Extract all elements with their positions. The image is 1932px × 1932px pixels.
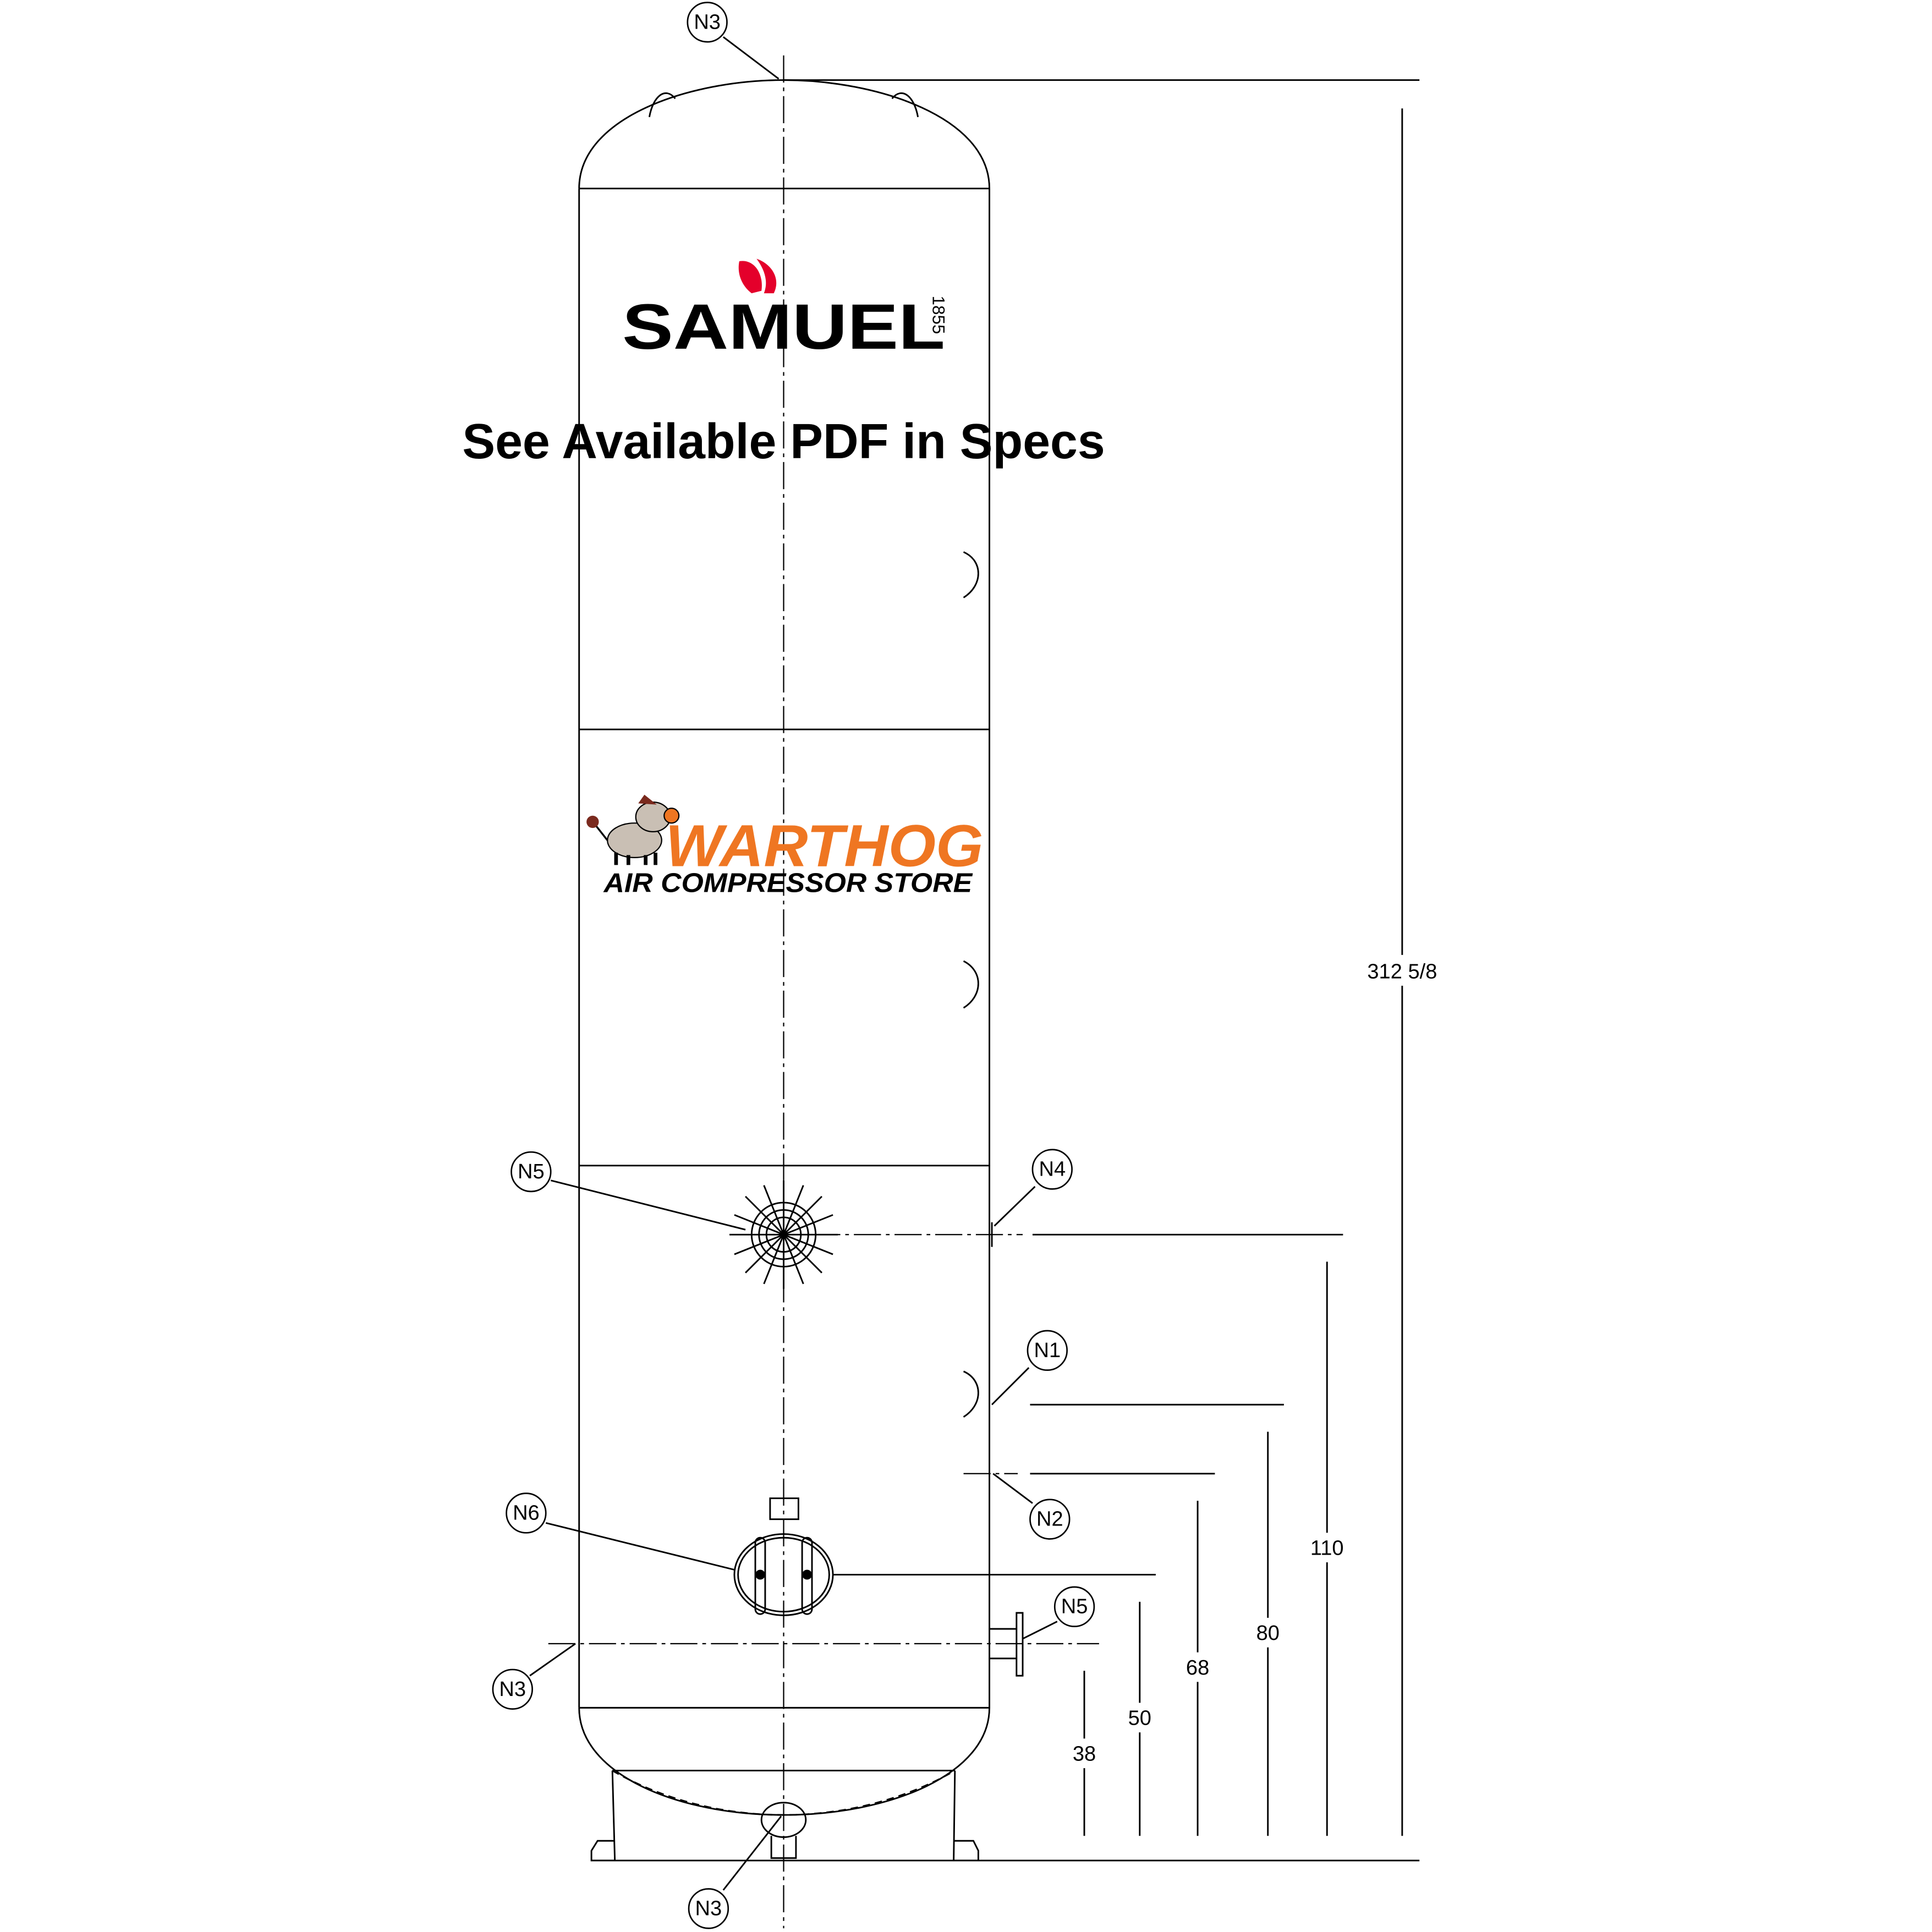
side-lug — [963, 960, 979, 1009]
specs-notice: See Available PDF in Specs — [462, 414, 1105, 469]
callout-n3-bottom: N3 — [688, 1888, 729, 1929]
svg-text:N5: N5 — [518, 1160, 545, 1183]
svg-text:N5: N5 — [1061, 1595, 1088, 1618]
reference-lines — [548, 79, 1420, 1862]
side-lug — [963, 551, 979, 599]
svg-text:AIR COMPRESSOR STORE: AIR COMPRESSOR STORE — [602, 868, 973, 898]
samuel-logo: SAMUEL 1855 — [622, 259, 948, 363]
callout-n6: N6 — [506, 1492, 547, 1534]
warthog-logo: WARTHOG AIR COMPRESSOR STORE — [586, 794, 983, 898]
dim-38: 38 — [1073, 1743, 1096, 1766]
dim-50: 50 — [1128, 1707, 1151, 1730]
callout-n5-flange: N5 — [1053, 1586, 1095, 1627]
shell-sides — [578, 188, 991, 1708]
side-flange — [989, 1612, 1024, 1677]
dim-68: 68 — [1186, 1656, 1209, 1679]
lifting-lug — [648, 92, 676, 118]
leader-lines — [529, 36, 1058, 1891]
warthog-mascot-icon — [586, 794, 680, 865]
flame-icon — [738, 259, 777, 294]
svg-text:N4: N4 — [1039, 1158, 1066, 1181]
side-lug — [963, 1370, 979, 1418]
svg-text:WARTHOG: WARTHOG — [665, 813, 983, 879]
callout-n3-side: N3 — [492, 1668, 533, 1710]
svg-text:N1: N1 — [1034, 1339, 1061, 1362]
nameplate — [769, 1497, 799, 1521]
svg-text:SAMUEL: SAMUEL — [622, 291, 945, 363]
callout-n5-manway: N5 — [511, 1151, 552, 1193]
callout-n1: N1 — [1027, 1330, 1068, 1371]
svg-text:N3: N3 — [695, 1897, 722, 1920]
dimensions: 312 5/8 110 80 68 50 38 — [1073, 108, 1437, 1836]
svg-text:N3: N3 — [499, 1678, 526, 1701]
lifting-lug — [891, 92, 919, 118]
dim-80: 80 — [1256, 1622, 1280, 1645]
handhole — [733, 1497, 834, 1616]
callout-n3-top: N3 — [687, 2, 728, 43]
callout-n2: N2 — [1029, 1499, 1071, 1540]
dim-110: 110 — [1310, 1537, 1344, 1560]
callout-n4: N4 — [1031, 1149, 1073, 1190]
svg-text:N6: N6 — [513, 1501, 540, 1524]
skirt-support — [590, 1770, 979, 1862]
svg-text:N2: N2 — [1036, 1508, 1063, 1531]
dim-overall: 312 5/8 — [1367, 960, 1437, 983]
svg-text:1855: 1855 — [929, 296, 948, 334]
svg-text:N3: N3 — [694, 10, 721, 34]
